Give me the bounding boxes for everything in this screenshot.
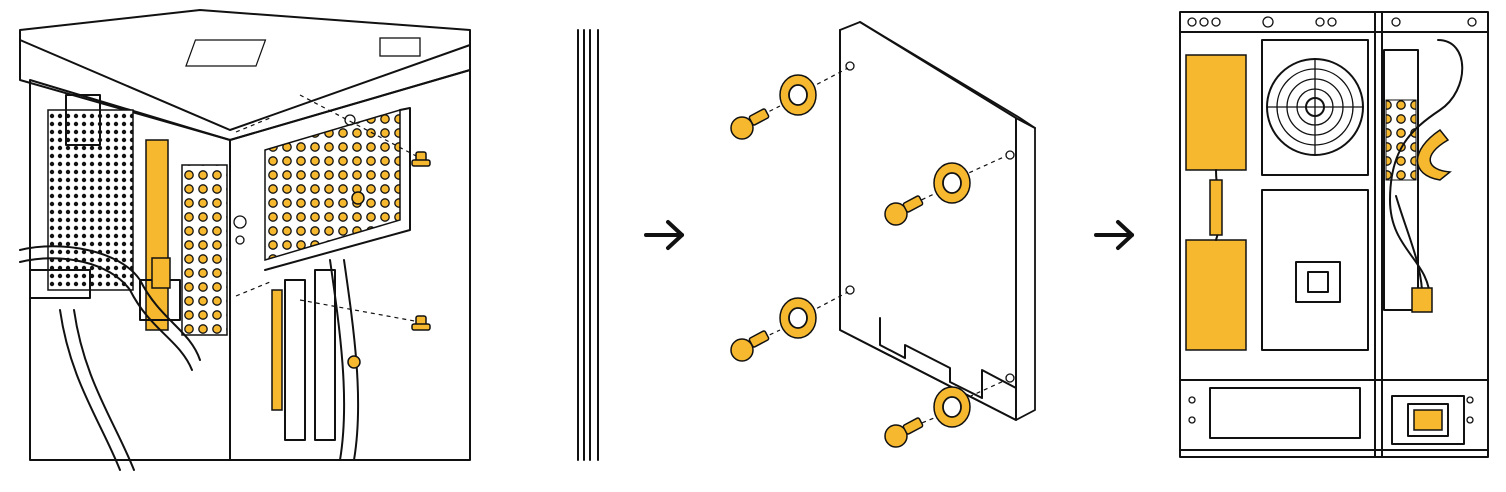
right-arrow-icon bbox=[644, 220, 684, 250]
drive-grommet-illustration bbox=[730, 20, 1036, 448]
grommet-screw-bottom-left bbox=[730, 291, 849, 362]
screw-top bbox=[299, 94, 431, 167]
grommet-screw-top-left bbox=[730, 67, 849, 140]
step-1-panel bbox=[0, 0, 500, 492]
assembled-chassis-illustration bbox=[1179, 11, 1489, 458]
step-arrow-1 bbox=[640, 218, 690, 252]
grommet-screw-top-right bbox=[884, 155, 1007, 226]
step-2-panel bbox=[720, 0, 1060, 492]
chassis-drive-bay-illustration bbox=[19, 9, 471, 471]
right-arrow-icon bbox=[1094, 220, 1134, 250]
step-3-panel bbox=[1170, 0, 1500, 492]
screw-bottom bbox=[299, 299, 431, 331]
step-arrow-2 bbox=[1090, 218, 1140, 252]
grommet-screw-bottom-right bbox=[884, 379, 1007, 448]
side-rail bbox=[572, 0, 612, 492]
rail-edge-illustration bbox=[577, 29, 599, 461]
